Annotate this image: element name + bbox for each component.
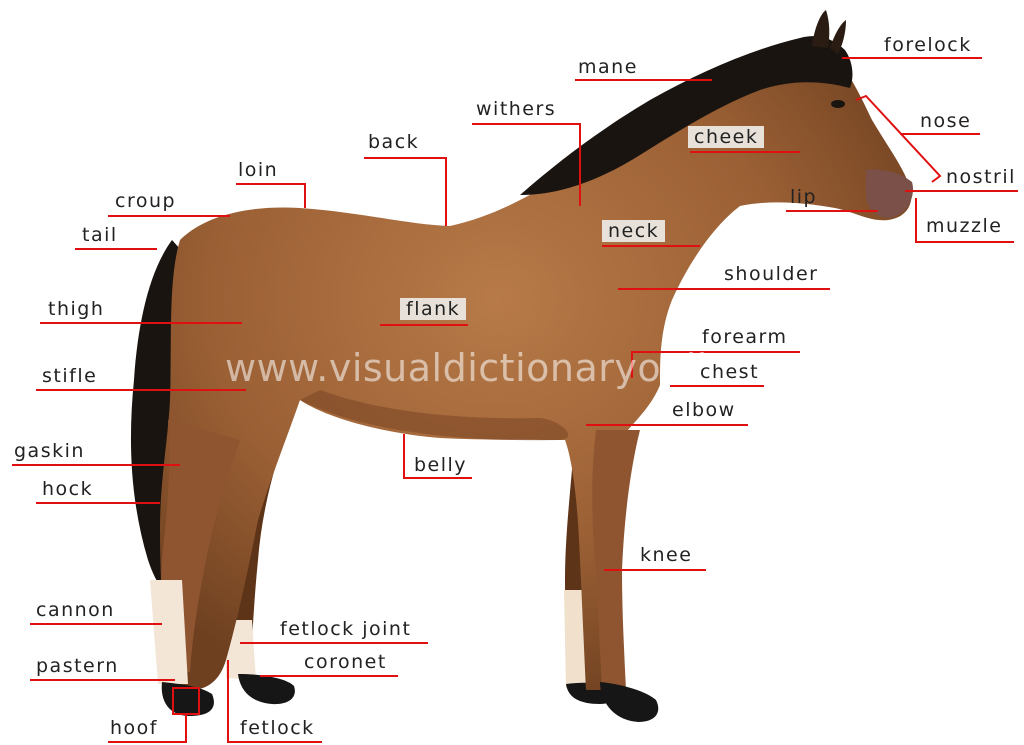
label-elbow: elbow [672,399,736,421]
label-hoof: hoof [110,717,158,739]
horse-eye [831,100,845,108]
label-loin: loin [238,159,278,181]
label-nose: nose [920,110,971,132]
label-cheek: cheek [688,126,764,148]
label-croup: croup [115,190,176,212]
label-lip: lip [790,186,817,208]
label-hock: hock [42,478,93,500]
label-coronet: coronet [304,651,387,673]
label-flank: flank [400,298,466,320]
label-belly: belly [414,454,467,476]
label-muzzle: muzzle [926,215,1002,237]
label-chest: chest [700,361,759,383]
label-forearm: forearm [702,326,788,348]
label-pastern: pastern [36,655,119,677]
leader-loin [236,184,305,208]
label-shoulder: shoulder [724,263,818,285]
label-cannon: cannon [36,599,115,621]
far-hind-hoof [238,674,295,704]
label-gaskin: gaskin [14,440,85,462]
label-mane: mane [578,56,638,78]
near-front-hoof [600,682,658,722]
label-fetlock-joint: fetlock joint [280,618,411,640]
label-stifle: stifle [42,365,97,387]
label-back: back [368,131,419,153]
label-neck: neck [602,220,665,242]
label-withers: withers [476,98,556,120]
leader-back [364,158,446,226]
label-knee: knee [640,544,692,566]
label-tail: tail [82,224,118,246]
label-thigh: thigh [48,298,104,320]
label-fetlock: fetlock [240,717,315,739]
near-hind-sock [150,580,188,684]
label-nostril: nostril [946,166,1016,188]
label-forelock: forelock [884,34,972,56]
